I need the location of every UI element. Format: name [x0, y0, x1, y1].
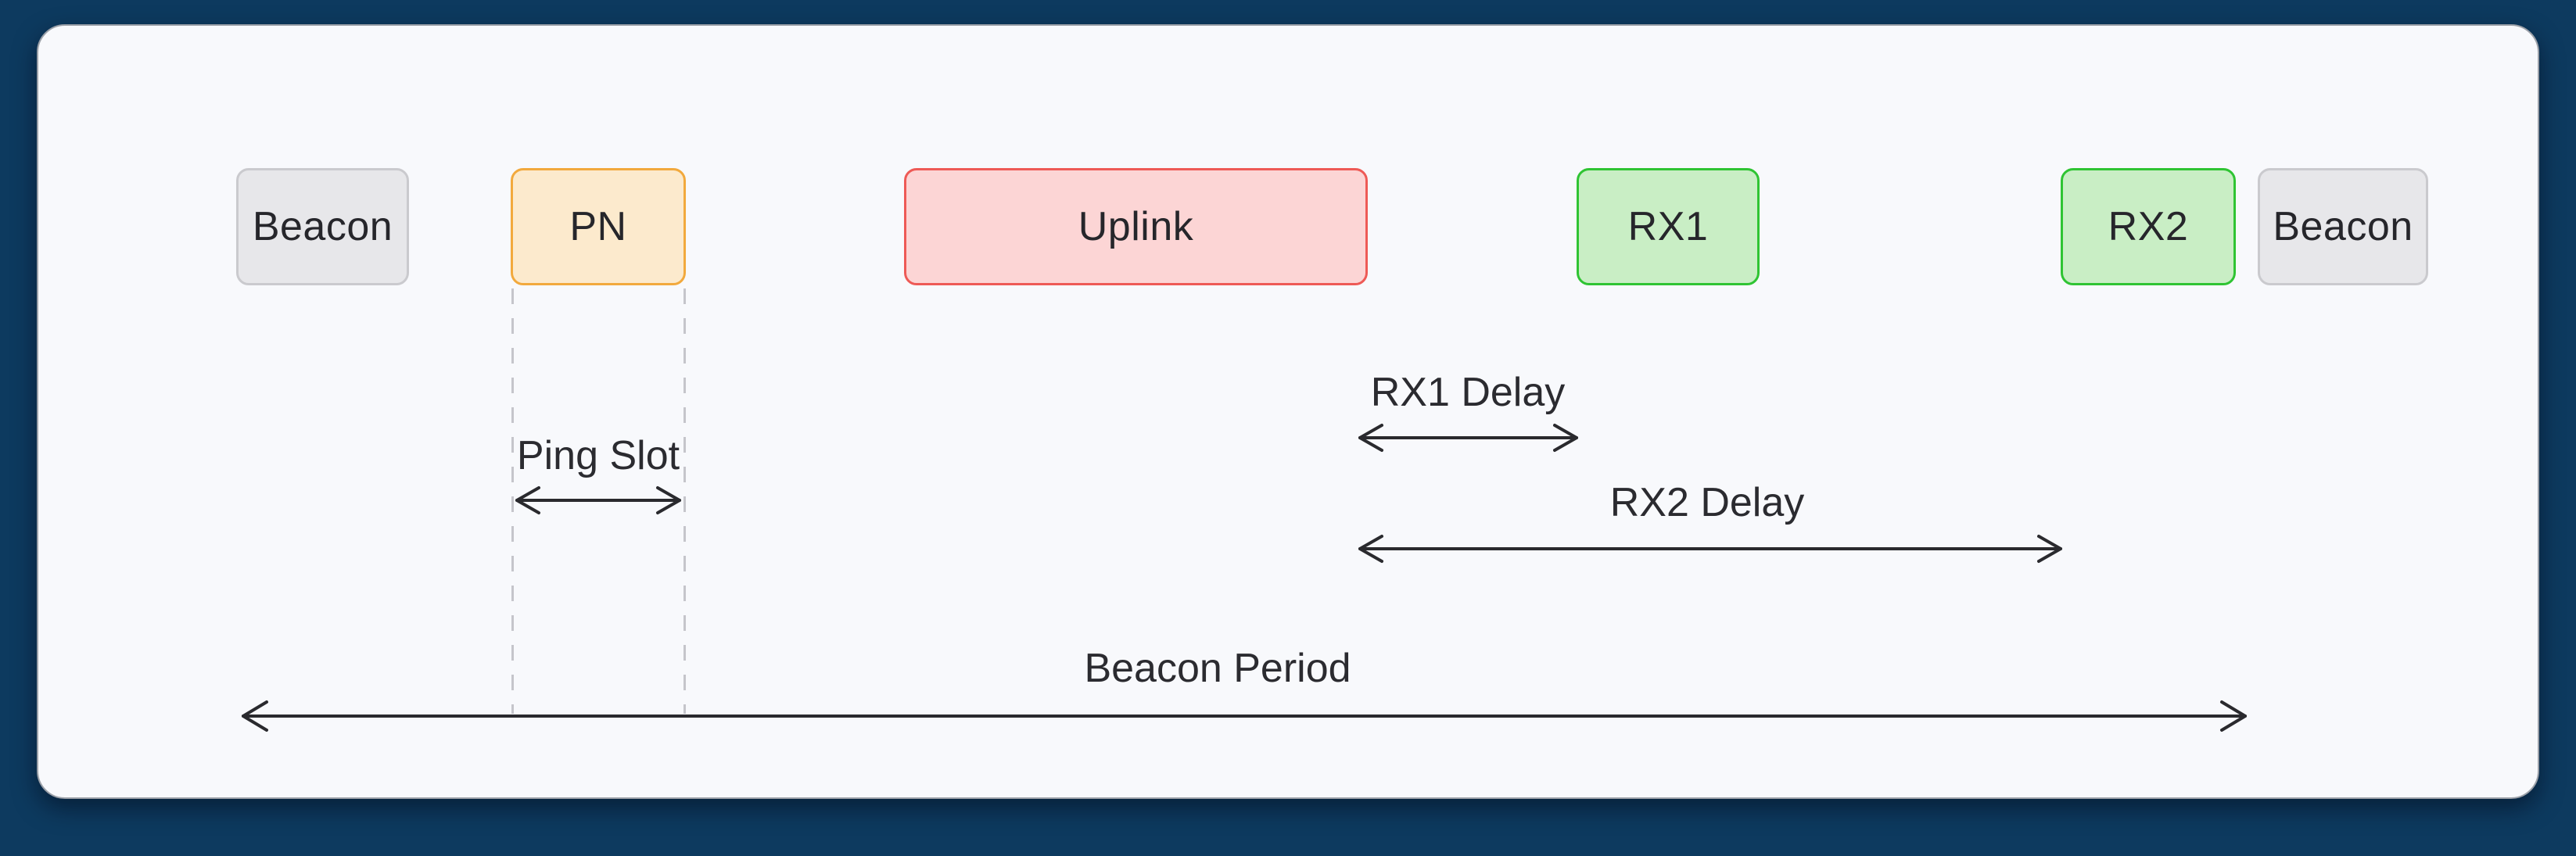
rx1-box: RX1	[1577, 168, 1760, 285]
rx2-delay-label: RX2 Delay	[1609, 480, 1805, 525]
ping-slot-dashed-guide-left	[511, 288, 514, 714]
beacon-start-box: Beacon	[236, 168, 409, 285]
rx1-delay-label: RX1 Delay	[1370, 370, 1566, 415]
ping-slot-arrow	[515, 486, 681, 514]
diagram-card: Beacon PN Uplink RX1 RX2 Beacon Ping Slo…	[37, 24, 2539, 799]
ping-slot-label: Ping Slot	[516, 433, 680, 478]
ping-slot-dashed-guide-right	[683, 288, 686, 714]
beacon-end-box: Beacon	[2258, 168, 2428, 285]
rx2-box: RX2	[2061, 168, 2236, 285]
beacon-period-arrow	[242, 700, 2247, 732]
rx1-delay-arrow	[1358, 424, 1578, 452]
uplink-box: Uplink	[904, 168, 1368, 285]
rx2-delay-arrow	[1358, 535, 2062, 563]
beacon-period-label: Beacon Period	[1084, 646, 1351, 691]
pn-box: PN	[511, 168, 686, 285]
